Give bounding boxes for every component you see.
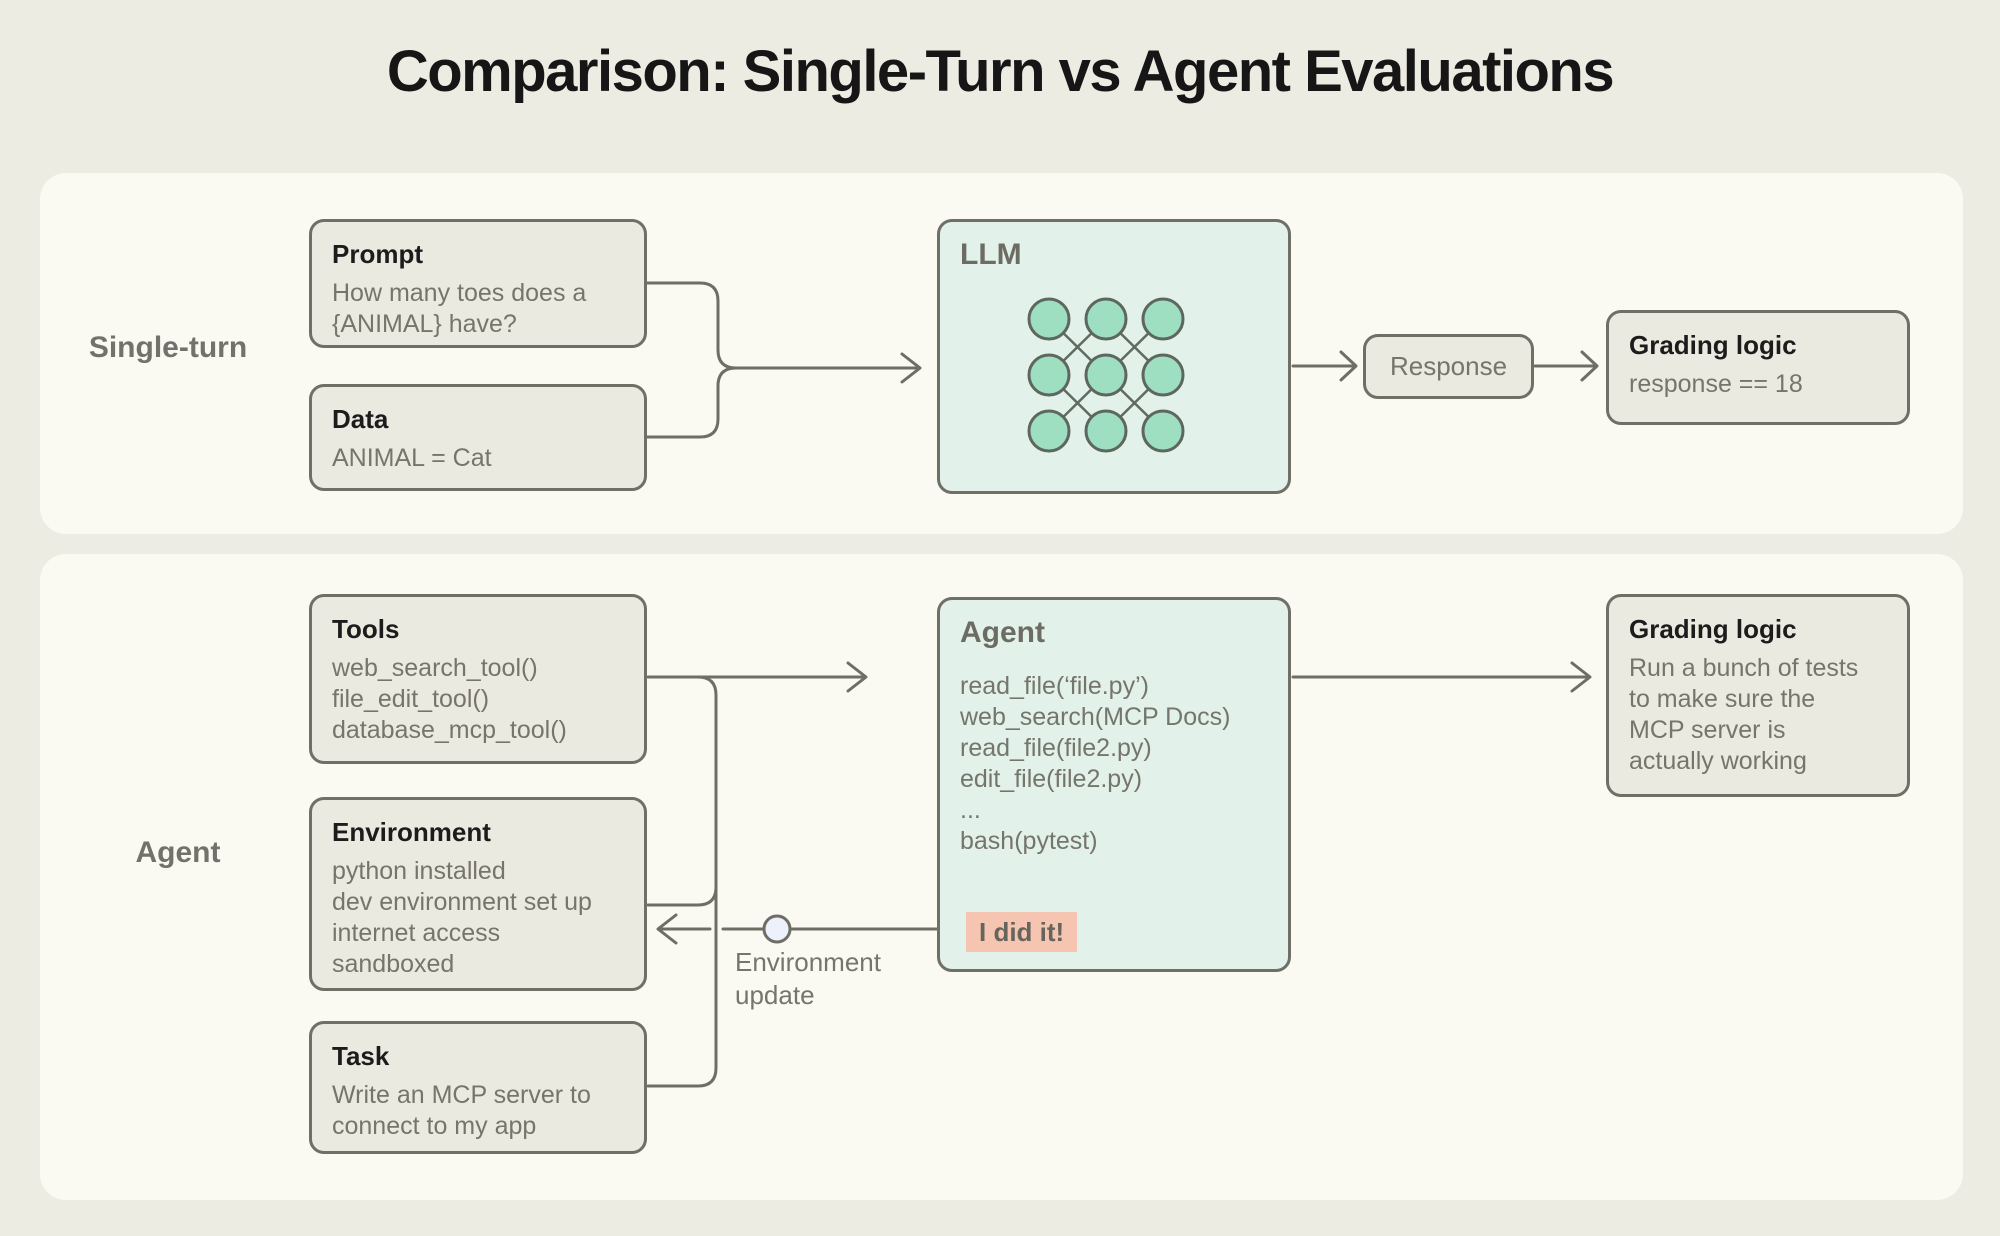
task-line: connect to my app — [332, 1112, 537, 1140]
agent-action-line: bash(pytest) — [960, 827, 1098, 855]
agent-action-line: read_file(file2.py) — [960, 734, 1152, 762]
agent-action-line: web_search(MCP Docs) — [960, 703, 1231, 731]
connector-task-trunk — [646, 675, 718, 1088]
tools-line: database_mcp_tool() — [332, 716, 567, 744]
arrow-right-icon — [1580, 350, 1599, 382]
connector-llm-response — [1291, 350, 1358, 382]
environment-line: internet access — [332, 919, 501, 947]
data-line: ANIMAL = Cat — [332, 444, 492, 472]
response-label: Response — [1389, 351, 1508, 381]
data-box-title: Data — [332, 404, 389, 434]
connector-agent-grading — [1291, 661, 1592, 693]
arrow-right-icon — [900, 352, 922, 384]
neural-network-icon — [1027, 297, 1185, 453]
connector-response-grading — [1533, 350, 1599, 382]
tools-line: web_search_tool() — [332, 654, 538, 682]
prompt-line: {ANIMAL} have? — [332, 310, 517, 338]
task-line: Write an MCP server to — [332, 1081, 591, 1109]
prompt-box-title: Prompt — [332, 239, 423, 269]
environment-box-title: Environment — [332, 817, 491, 847]
grading-title: Grading logic — [1629, 614, 1797, 644]
environment-update-node — [762, 914, 792, 944]
environment-line: sandboxed — [332, 950, 455, 978]
llm-box-title: LLM — [960, 238, 1022, 271]
agent-box: Agent read_file(‘file.py’) web_search(MC… — [937, 597, 1291, 972]
row-label-single-turn: Single-turn — [88, 331, 248, 364]
grading-line: Run a bunch of tests — [1629, 654, 1859, 682]
connector-prompt-data-merge — [645, 281, 922, 439]
agent-action-line: ... — [960, 796, 981, 824]
agent-action-line: edit_file(file2.py) — [960, 765, 1143, 793]
environment-update-label: Environment update — [735, 947, 881, 1010]
row-label-agent: Agent — [135, 836, 221, 869]
tools-box-title: Tools — [332, 614, 400, 644]
prompt-line: How many toes does a — [332, 279, 587, 307]
grading-line: actually working — [1629, 747, 1807, 775]
connector-environment-update — [656, 913, 939, 945]
grading-logic-box-agent: Grading logic Run a bunch of tests to ma… — [1606, 594, 1910, 797]
arrow-right-icon — [1570, 661, 1592, 693]
grading-line: response == 18 — [1629, 370, 1803, 398]
connector-environment-trunk — [646, 885, 718, 907]
prompt-box: Prompt How many toes does a {ANIMAL} hav… — [309, 219, 647, 348]
grading-logic-box-single: Grading logic response == 18 — [1606, 310, 1910, 425]
tools-box: Tools web_search_tool() file_edit_tool()… — [309, 594, 647, 764]
i-did-it-badge: I did it! — [966, 912, 1078, 952]
connector-tools-agent — [646, 661, 868, 693]
llm-box: LLM — [937, 219, 1291, 494]
environment-line: dev environment set up — [332, 888, 592, 916]
task-box-title: Task — [332, 1041, 390, 1071]
grading-line: MCP server is — [1629, 716, 1786, 744]
grading-title: Grading logic — [1629, 330, 1797, 360]
arrow-right-icon — [1339, 350, 1358, 382]
arrow-right-icon — [846, 661, 868, 693]
data-box: Data ANIMAL = Cat — [309, 384, 647, 491]
agent-box-title: Agent — [960, 616, 1045, 649]
page-title: Comparison: Single-Turn vs Agent Evaluat… — [386, 39, 1615, 104]
environment-line: python installed — [332, 857, 506, 885]
agent-action-line: read_file(‘file.py’) — [960, 672, 1149, 700]
grading-line: to make sure the — [1629, 685, 1816, 713]
task-box: Task Write an MCP server to connect to m… — [309, 1021, 647, 1154]
environment-box: Environment python installed dev environ… — [309, 797, 647, 991]
response-box: Response — [1363, 334, 1534, 399]
arrow-left-icon — [656, 913, 678, 945]
tools-line: file_edit_tool() — [332, 685, 490, 713]
